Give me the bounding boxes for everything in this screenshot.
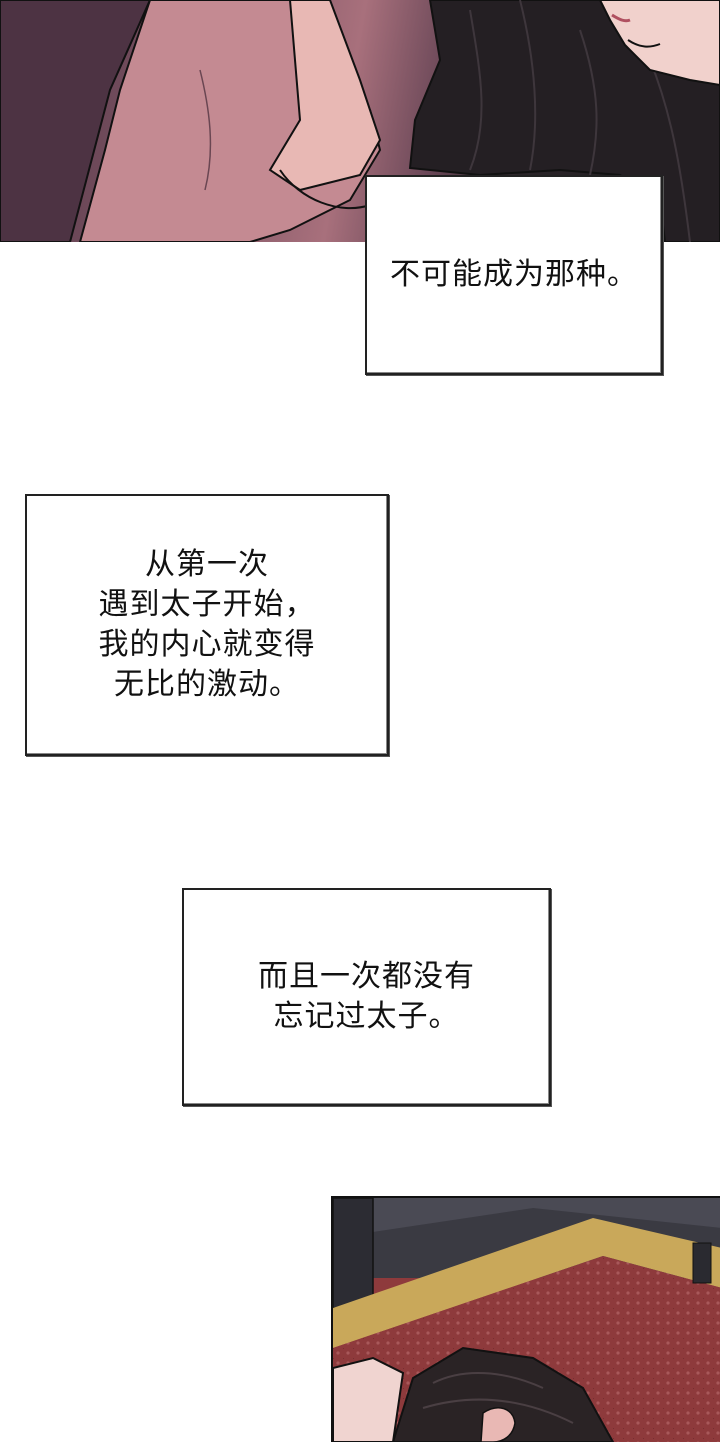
caption-text-1: 不可能成为那种。	[390, 257, 638, 292]
comic-panel-bottom	[331, 1196, 720, 1442]
caption-text-2: 从第一次 遇到太子开始， 我的内心就变得 无比的激动。	[98, 547, 316, 702]
caption-box-3: 而且一次都没有 忘记过太子。	[182, 888, 551, 1106]
caption-box-1: 不可能成为那种。	[365, 175, 663, 375]
caption-text-3: 而且一次都没有 忘记过太子。	[258, 959, 475, 1034]
caption-box-2: 从第一次 遇到太子开始， 我的内心就变得 无比的激动。	[25, 494, 389, 756]
panel-bottom-artwork	[333, 1198, 720, 1442]
